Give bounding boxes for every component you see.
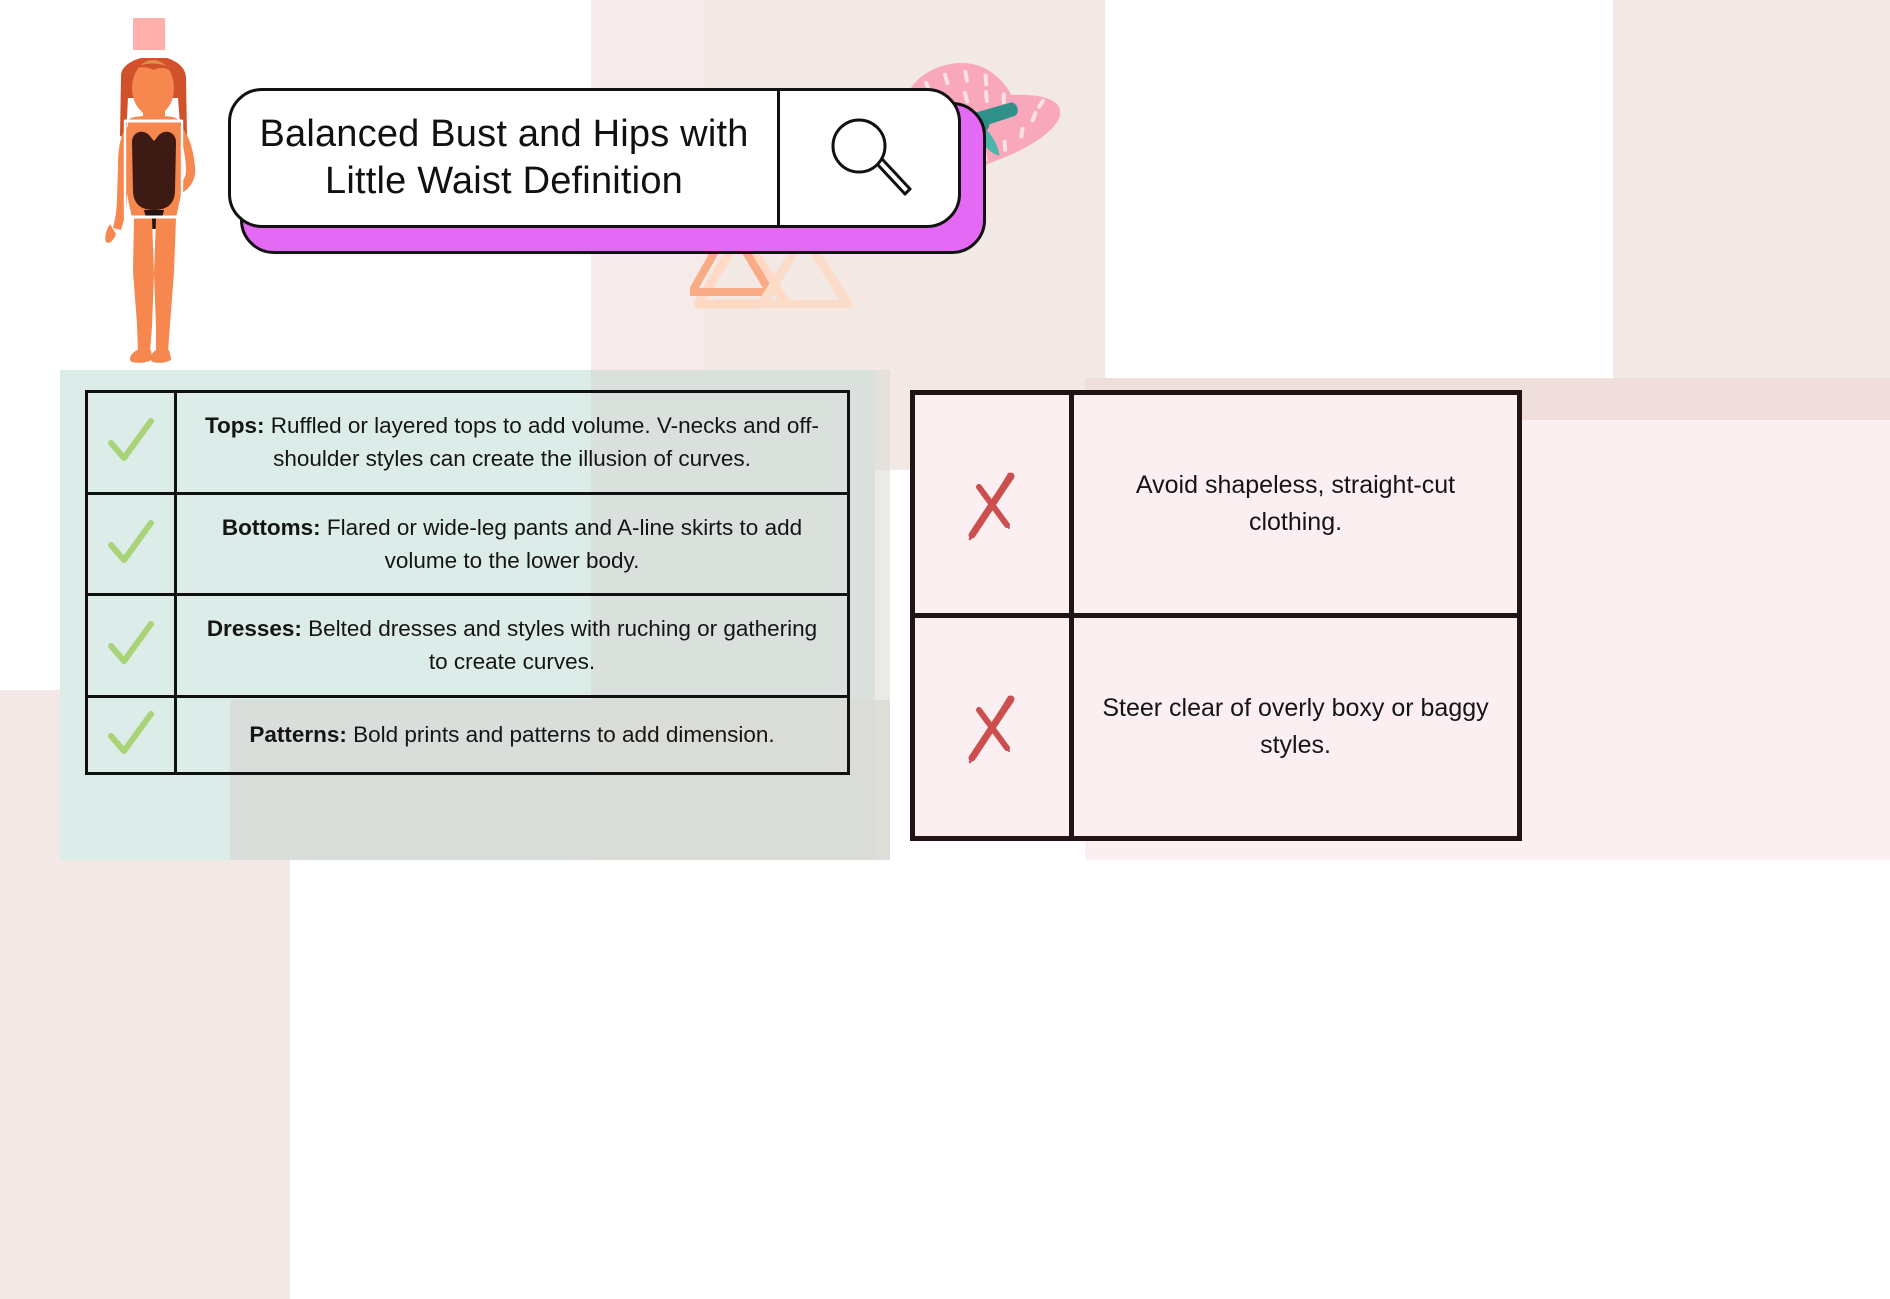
female-body-shape-figure (105, 58, 196, 363)
check-icon (108, 418, 154, 462)
recommendation-body: Flared or wide-leg pants and A-line skir… (320, 514, 803, 573)
check-icon-cell (85, 694, 177, 775)
cross-icon (968, 695, 1015, 764)
table-row: Avoid shapeless, straight-cut clothing. (910, 390, 1522, 618)
search-button[interactable] (780, 91, 958, 225)
check-icon (108, 710, 154, 754)
recommendation-body: Ruffled or layered tops to add volume. V… (264, 413, 820, 472)
recommendation-text: Bottoms: Flared or wide-leg pants and A-… (174, 491, 850, 597)
cross-icon-cell (910, 390, 1074, 618)
avoid-styles-table: Avoid shapeless, straight-cut clothing. (910, 390, 1522, 841)
avoid-text: Steer clear of overly boxy or baggy styl… (1069, 613, 1522, 841)
pink-square-decoration (133, 18, 165, 50)
table-row: Tops: Ruffled or layered tops to add vol… (85, 390, 850, 495)
magnifying-glass-icon (831, 118, 912, 196)
cross-icon-cell (910, 613, 1074, 841)
recommendation-text: Tops: Ruffled or layered tops to add vol… (174, 390, 850, 495)
table-row: Bottoms: Flared or wide-leg pants and A-… (85, 491, 850, 597)
recommendation-label: Patterns: (249, 722, 347, 748)
recommendation-body: Bold prints and patterns to add dimensio… (346, 722, 775, 748)
table-row: Dresses: Belted dresses and styles with … (85, 593, 850, 698)
check-icon (108, 519, 154, 563)
table-row: Steer clear of overly boxy or baggy styl… (910, 613, 1522, 841)
check-icon-cell (85, 593, 177, 698)
cross-icon (968, 472, 1015, 541)
recommended-styles-table: Tops: Ruffled or layered tops to add vol… (85, 390, 850, 775)
page-title-text: Balanced Bust and Hips with Little Waist… (259, 112, 749, 203)
recommendation-label: Dresses: (206, 616, 302, 642)
check-icon (108, 621, 154, 665)
avoid-text: Avoid shapeless, straight-cut clothing. (1069, 390, 1522, 618)
table-row: Patterns: Bold prints and patterns to ad… (85, 694, 850, 775)
recommendation-label: Tops: (204, 413, 265, 438)
recommendation-text: Dresses: Belted dresses and styles with … (174, 593, 850, 698)
check-icon-cell (85, 491, 177, 597)
recommendation-body: Belted dresses and styles with ruching o… (301, 616, 818, 675)
title-divider (777, 91, 780, 225)
recommendation-label: Bottoms: (221, 514, 321, 540)
recommendation-text: Patterns: Bold prints and patterns to ad… (174, 694, 850, 775)
title-banner: Balanced Bust and Hips with Little Waist… (228, 88, 986, 254)
title-box: Balanced Bust and Hips with Little Waist… (228, 88, 961, 228)
avoid-rows: Avoid shapeless, straight-cut clothing. (910, 390, 1522, 841)
check-icon-cell (85, 390, 177, 495)
recommended-rows: Tops: Ruffled or layered tops to add vol… (85, 390, 850, 775)
page-title: Balanced Bust and Hips with Little Waist… (231, 91, 777, 225)
